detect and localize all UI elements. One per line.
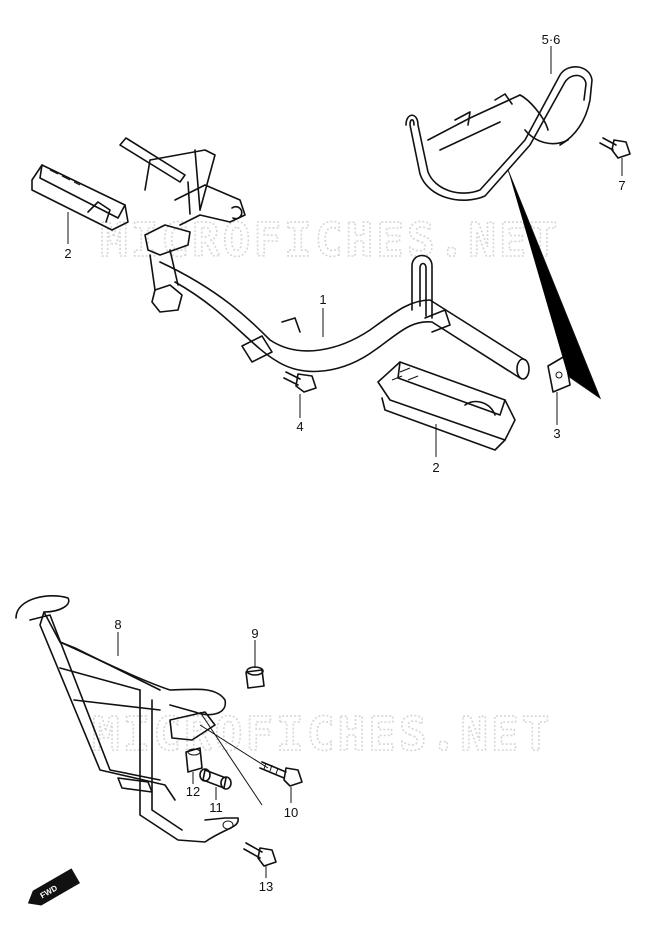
callout-8: 8	[114, 617, 121, 632]
callout-11: 11	[209, 800, 223, 815]
part-5-6-guard	[405, 66, 593, 201]
callout-7: 7	[618, 178, 625, 193]
part-7-bolt	[599, 137, 631, 159]
callout-1: 1	[319, 292, 326, 307]
part-11-collar	[199, 768, 232, 790]
part-12-spacer	[185, 747, 203, 773]
part-13-bolt	[243, 842, 277, 867]
callout-2-right: 2	[432, 460, 439, 475]
callout-2-left: 2	[64, 246, 71, 261]
part-4-bolt	[283, 371, 317, 393]
part-10-bolt	[259, 761, 303, 787]
callout-9: 9	[251, 626, 258, 641]
part-9-plug	[245, 666, 265, 689]
callout-5-6: 5·6	[542, 32, 561, 47]
watermark-top: MICROFICHES.NET	[100, 213, 560, 267]
callout-3: 3	[553, 426, 560, 441]
part-3-plate	[547, 355, 571, 393]
part-2-footrest-rubber-left	[31, 164, 129, 231]
leader-lines	[67, 46, 623, 878]
callout-12: 12	[186, 784, 200, 799]
part-2-footrest-rubber-right	[377, 361, 516, 451]
part-1-footrest-frame	[119, 137, 530, 380]
callout-10: 10	[284, 805, 298, 820]
fwd-arrow-icon: FWD	[27, 868, 81, 906]
callout-13: 13	[259, 879, 273, 894]
part-8-front-guard	[15, 595, 239, 843]
callout-4: 4	[296, 419, 303, 434]
watermark-bottom: MICROFICHES.NET	[92, 707, 552, 761]
callout-labels: 2 1 2 3 4 5·6 7 8 9 10 11 12 13	[64, 32, 625, 894]
assembly-guide-lines	[199, 169, 602, 806]
